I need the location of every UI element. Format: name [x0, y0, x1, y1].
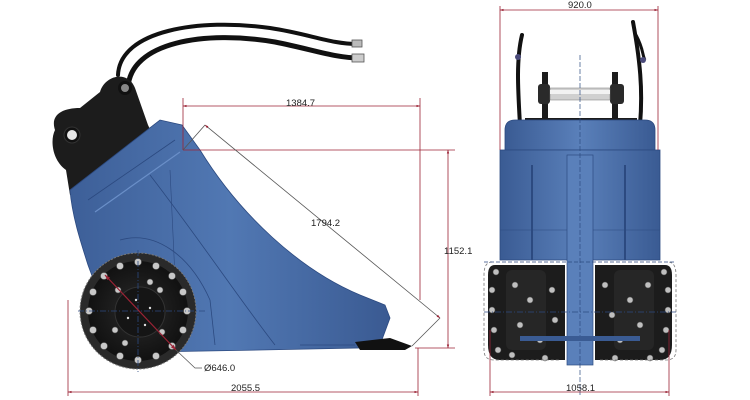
front-dimension-lines	[489, 6, 670, 396]
side-view	[52, 22, 412, 372]
side-dimension-lines	[67, 98, 455, 396]
dim-side-height: 1152.1	[444, 246, 473, 257]
cutter-drums-front	[483, 261, 677, 362]
cutting-edge	[355, 338, 412, 350]
dim-front-overall-width: 1058.1	[566, 383, 596, 394]
hydraulic-hoses	[116, 22, 365, 91]
dim-front-top-width: 920.0	[568, 0, 592, 11]
dim-side-diagonal-length: 1794.2	[311, 218, 341, 229]
dim-drum-diameter: Ø646.0	[204, 363, 236, 374]
front-view	[483, 20, 677, 395]
dim-side-overall-length: 2055.5	[231, 383, 261, 394]
coupler-bracket	[52, 76, 160, 195]
cutter-drum-side	[78, 250, 205, 372]
dim-side-top-width: 1384.7	[286, 98, 316, 109]
front-coupler-pin	[525, 72, 637, 124]
